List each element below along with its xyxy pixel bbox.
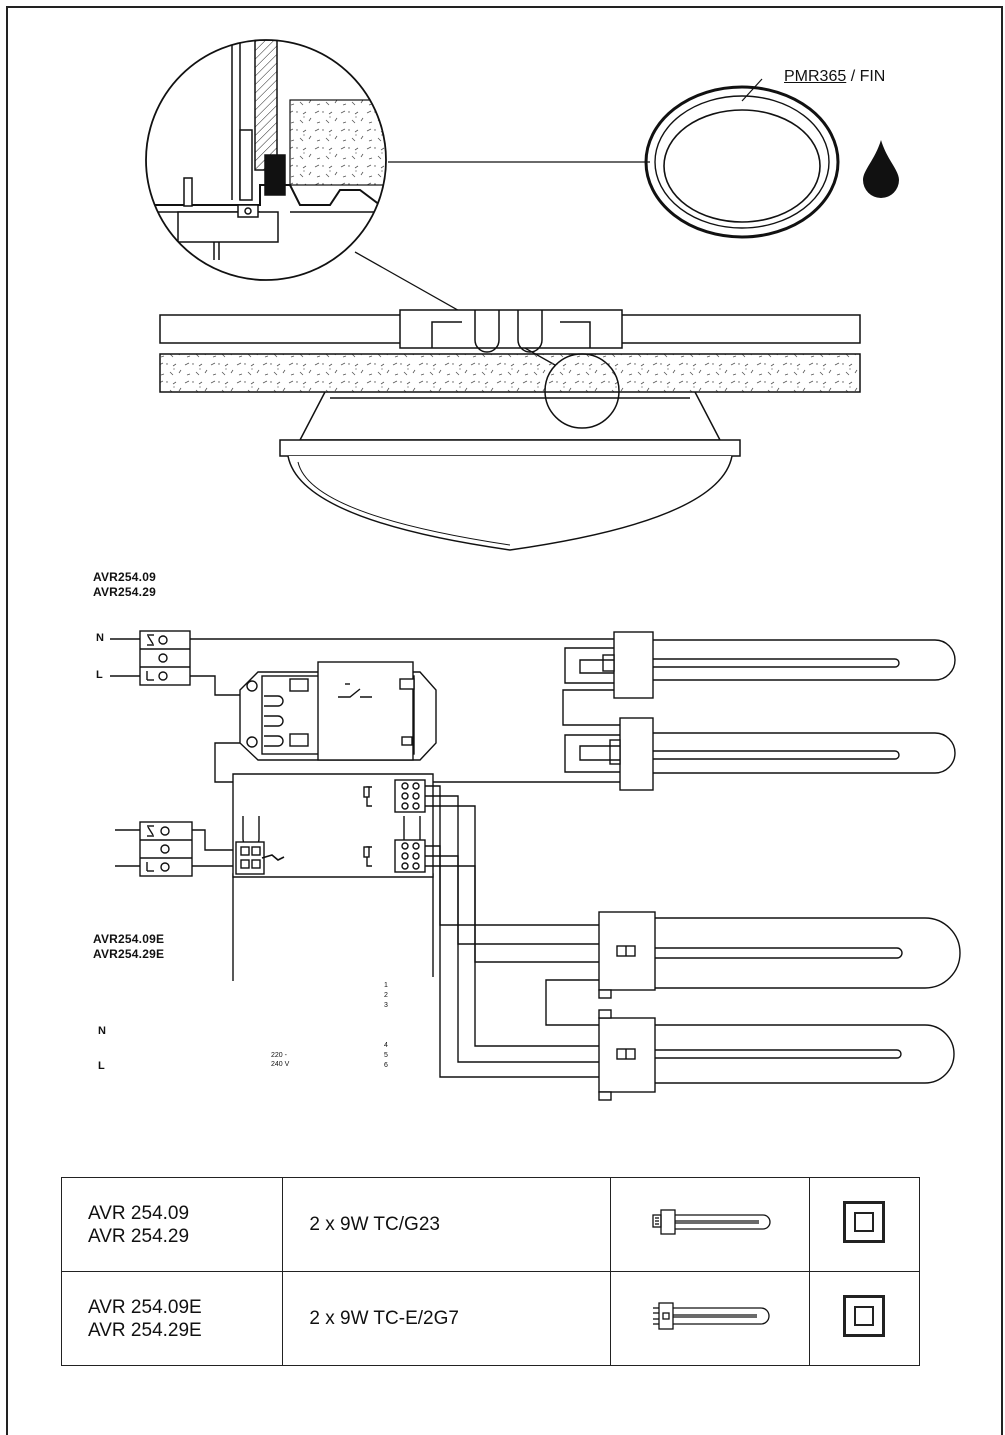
tc-g23-lamp-icon bbox=[652, 1208, 771, 1235]
live-label: L bbox=[96, 669, 103, 681]
part-code: PMR365 bbox=[784, 68, 847, 85]
class-cell bbox=[808, 1271, 921, 1366]
ballast-voltage-label: 220 - 240 V bbox=[271, 1051, 289, 1069]
water-drop-icon bbox=[863, 140, 899, 198]
terminal-number: 2 bbox=[384, 992, 388, 999]
ballast-terminal-labels-top: 1 2 3 bbox=[384, 981, 388, 1011]
electronic-wiring-diagram bbox=[115, 773, 961, 1101]
class-ii-icon bbox=[843, 1200, 886, 1243]
model-name: AVR254.09 bbox=[93, 570, 156, 584]
tc-e-2g7-lamp-icon bbox=[652, 1301, 770, 1330]
model-name: AVR 254.29 bbox=[88, 1225, 190, 1247]
table-row: AVR 254.09E AVR 254.29E 2 x 9W TC-E/2G7 bbox=[60, 1271, 921, 1366]
lamp-spec-cell: 2 x 9W TC/G23 bbox=[282, 1177, 611, 1272]
tc-lamp-1 bbox=[564, 631, 956, 699]
terminal-number: 1 bbox=[384, 982, 388, 989]
voltage-line: 240 V bbox=[271, 1061, 290, 1068]
ceiling-fixture-section bbox=[159, 309, 861, 551]
spec-table: AVR 254.09 AVR 254.29 2 x 9W TC/G23 AVR … bbox=[60, 1177, 921, 1366]
magnetic-wiring-diagram bbox=[110, 630, 956, 791]
magnetic-model-list: AVR254.09 AVR254.29 bbox=[93, 570, 156, 600]
model-cell: AVR 254.09E AVR 254.29E bbox=[60, 1271, 284, 1366]
tc-e-lamp-2 bbox=[582, 1009, 955, 1101]
tc-e-lamp-1 bbox=[582, 911, 961, 999]
terminal-block-1 bbox=[139, 630, 191, 686]
model-name: AVR254.29E bbox=[93, 947, 165, 961]
terminal-number: 5 bbox=[384, 1052, 388, 1059]
magnetic-ballast bbox=[239, 661, 437, 761]
model-name: AVR254.09E bbox=[93, 932, 165, 946]
model-name: AVR 254.09E bbox=[88, 1296, 202, 1318]
table-row: AVR 254.09 AVR 254.29 2 x 9W TC/G23 bbox=[60, 1177, 921, 1272]
model-cell: AVR 254.09 AVR 254.29 bbox=[60, 1177, 284, 1272]
terminal-block-2 bbox=[139, 821, 193, 877]
part-finish: / FIN bbox=[846, 68, 886, 85]
page-frame bbox=[6, 6, 1003, 1435]
terminal-number: 4 bbox=[384, 1042, 388, 1049]
part-label-leader bbox=[741, 78, 763, 102]
electronic-model-list: AVR254.09E AVR254.29E bbox=[93, 932, 164, 962]
lamp-icon-cell bbox=[609, 1271, 810, 1366]
voltage-line: 220 - bbox=[271, 1052, 287, 1059]
terminal-number: 3 bbox=[384, 1002, 388, 1009]
class-cell bbox=[808, 1177, 921, 1272]
ballast-terminal-labels-bottom: 4 5 6 bbox=[384, 1041, 388, 1071]
lamp-icon-cell bbox=[609, 1177, 810, 1272]
neutral-label: N bbox=[96, 632, 104, 644]
electronic-ballast bbox=[232, 773, 434, 981]
terminal-number: 6 bbox=[384, 1062, 388, 1069]
model-name: AVR 254.29E bbox=[88, 1319, 202, 1341]
model-name: AVR 254.09 bbox=[88, 1202, 190, 1224]
tc-lamp-2 bbox=[564, 717, 956, 791]
part-label: PMR365 / FIN bbox=[784, 68, 885, 86]
lamp-spec-cell: 2 x 9W TC-E/2G7 bbox=[282, 1271, 611, 1366]
gasket-ring bbox=[644, 85, 840, 239]
live-label: L bbox=[98, 1060, 105, 1072]
neutral-label: N bbox=[98, 1025, 106, 1037]
model-name: AVR254.29 bbox=[93, 585, 156, 599]
gasket-detail-view bbox=[145, 39, 387, 281]
class-ii-icon bbox=[843, 1294, 886, 1337]
